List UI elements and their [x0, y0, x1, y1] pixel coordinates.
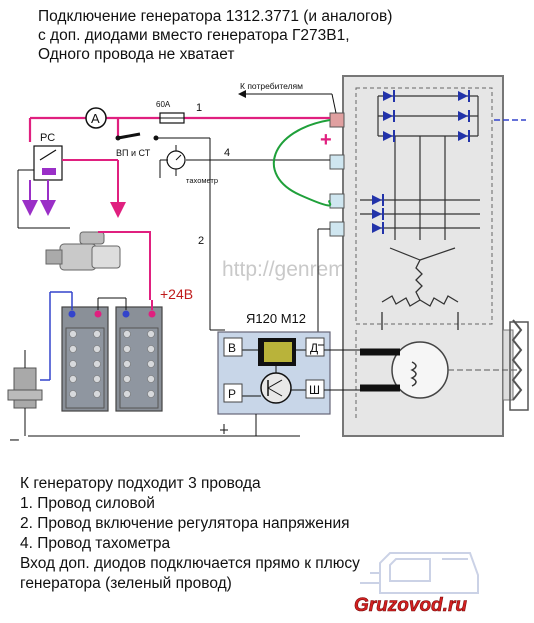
- regulator-transistor-icon: [260, 372, 292, 404]
- tachometer-label: тахометр: [186, 176, 218, 185]
- stator-winding-icon: [381, 259, 459, 330]
- generator-plus-terminal: [329, 112, 345, 128]
- ignition-switch-icon: [117, 132, 141, 140]
- relay-coil-icon: [42, 168, 56, 175]
- ignition-switch-label: ВП и СТ: [116, 148, 151, 158]
- relay-label: РС: [40, 132, 55, 144]
- consumers-label: К потребителям: [240, 81, 303, 91]
- terminal-r-box: [223, 383, 243, 403]
- note-line-6: генератора (зеленый провод): [20, 575, 232, 592]
- green-diode-wire: [272, 119, 332, 207]
- rotor-icon: [391, 341, 449, 399]
- title-line-3: Одного провода не хватает: [38, 46, 235, 63]
- terminal-sh-box: [305, 379, 325, 399]
- gruzovod-logo: Gruzovod.ru: [354, 552, 479, 616]
- rectifier-diodes: [372, 90, 470, 234]
- generator: [329, 75, 529, 437]
- note-line-2: 1. Провод силовой: [20, 495, 155, 512]
- plus-sign: +: [320, 129, 332, 151]
- rectifier-frame: [355, 87, 493, 325]
- fuse-label: 60A: [156, 100, 171, 109]
- battery-voltage-label: +24В: [160, 286, 193, 302]
- ammeter-icon: [85, 107, 107, 129]
- generator-d-terminal: [329, 221, 345, 237]
- note-line-1: К генератору подходит 3 провода: [20, 475, 261, 492]
- terminal-d-label: Д: [310, 341, 318, 355]
- battery-switch-icon: [7, 350, 43, 436]
- wire-4-label: 4: [224, 147, 230, 159]
- starter-icon: [45, 231, 121, 271]
- terminal-b-label: В: [228, 341, 236, 355]
- terminal-b-box: [223, 337, 243, 357]
- title-line-1: Подключение генератора 1312.3771 (и анал…: [38, 8, 393, 25]
- note-line-3: 2. Провод включение регулятора напряжени…: [20, 515, 350, 532]
- generator-tacho-terminal: [329, 154, 345, 170]
- ammeter-label: A: [91, 111, 100, 126]
- battery-2: [115, 306, 163, 412]
- starter-power-wire: [110, 231, 151, 300]
- note-line-5: Вход доп. диодов подключается прямо к пл…: [20, 555, 360, 572]
- ground-icon: [220, 424, 228, 434]
- terminal-d-box: [305, 337, 325, 357]
- note-line-4: 4. Провод тахометра: [20, 535, 171, 552]
- wire-2-label: 2: [198, 235, 204, 247]
- wire-1-label: 1: [196, 102, 202, 114]
- pulley-hub: [502, 329, 514, 401]
- logo-text: Gruzovod.ru: [354, 595, 467, 616]
- battery-1: [61, 306, 109, 412]
- terminal-r-label: Р: [228, 387, 236, 401]
- regulator-label: Я120 М12: [246, 311, 306, 326]
- pulley-icon: [511, 319, 523, 401]
- power-wire-1: [28, 116, 330, 142]
- minus-sign: –: [10, 431, 19, 448]
- title-line-2: с доп. диодами вместо генератора Г273В1,: [38, 27, 350, 44]
- generator-diode-terminal: [329, 193, 345, 209]
- terminal-sh-label: Ш: [309, 383, 320, 397]
